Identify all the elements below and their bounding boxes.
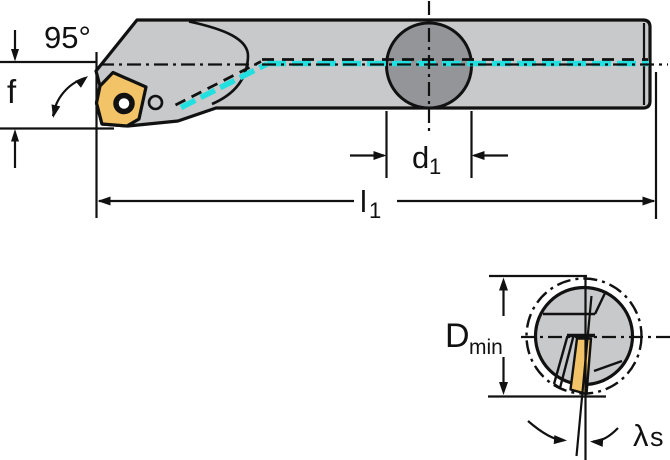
l1-label: l	[360, 184, 367, 219]
arrowhead-left	[97, 196, 111, 206]
angle-95-label: 95°	[44, 20, 91, 55]
arrowhead-down	[11, 49, 19, 62]
cross-section-details	[543, 290, 623, 389]
side-view	[94, 1, 668, 131]
dimension-dmin: D min	[445, 274, 606, 398]
dmin-label: D	[445, 317, 470, 355]
f-label: f	[7, 73, 17, 110]
dmin-subscript: min	[469, 336, 503, 359]
arrowhead-left	[471, 151, 485, 160]
end-view	[521, 276, 670, 460]
lambda-inclined-line	[575, 295, 593, 457]
dimension-f: f	[0, 30, 114, 168]
arrowhead-right	[553, 435, 567, 445]
insert-screw-hole	[113, 92, 135, 115]
coolant-black-dash-diagonal	[174, 60, 262, 107]
lambda-label: λ	[633, 418, 649, 453]
lambda-arc-right	[592, 427, 619, 443]
dimension-lambda-s: λ s	[527, 418, 664, 453]
arrowhead-down	[499, 382, 508, 395]
dimension-angle-95: 95°	[44, 20, 91, 118]
arrowhead-up	[499, 277, 508, 291]
d1-subscript: 1	[429, 154, 441, 179]
dimension-d1: d 1	[350, 111, 508, 179]
l1-subscript: 1	[369, 198, 381, 223]
arrowhead-right	[373, 151, 387, 160]
head-transition-curve	[188, 20, 250, 106]
arc-arrowhead-top	[75, 76, 88, 88]
arrowhead-right	[642, 196, 656, 206]
arrowhead-left	[590, 437, 604, 447]
arrowhead-up	[11, 129, 19, 142]
boring-bar-body	[94, 18, 652, 128]
d1-label: d	[412, 140, 429, 175]
arc-arrowhead-bottom	[51, 104, 61, 118]
dimension-l1: l 1	[95, 52, 658, 223]
insert-pocket-nub	[147, 94, 164, 111]
lambda-subscript: s	[650, 422, 664, 452]
